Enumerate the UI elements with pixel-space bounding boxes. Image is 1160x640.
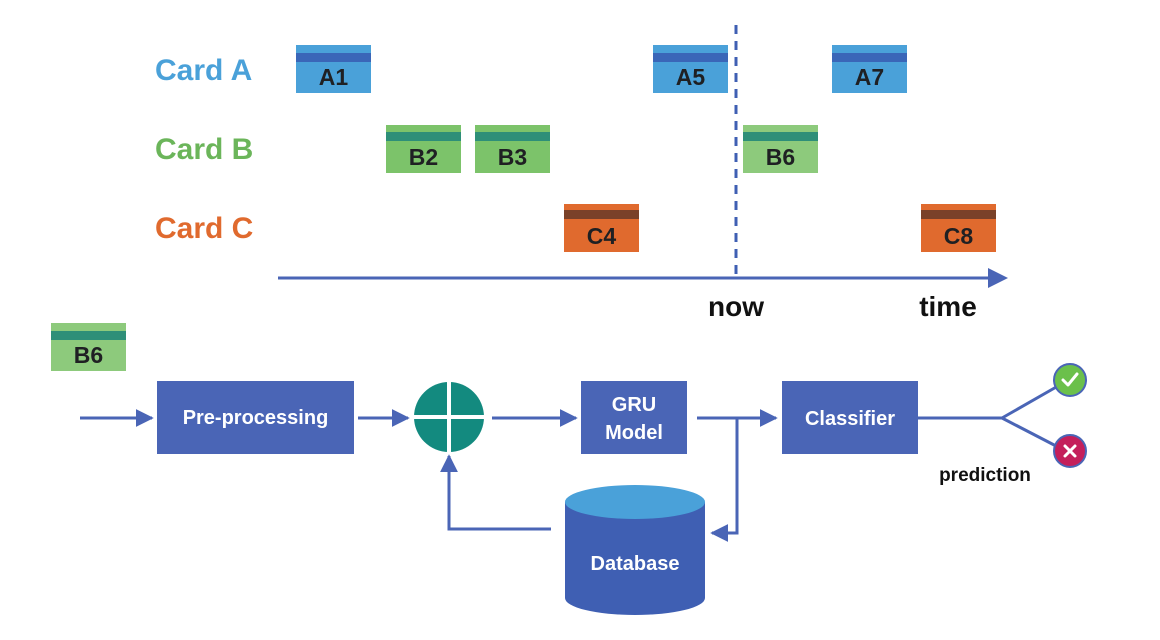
svg-text:Pre-processing: Pre-processing xyxy=(183,407,329,429)
cross-icon xyxy=(1053,434,1087,468)
svg-text:B6: B6 xyxy=(766,144,795,170)
svg-text:Classifier: Classifier xyxy=(805,408,895,430)
card-c4: C4 xyxy=(564,204,639,252)
card-b3: B3 xyxy=(475,125,550,173)
time-label: time xyxy=(919,291,977,322)
card-b6: B6 xyxy=(743,125,818,173)
output-fork xyxy=(918,384,1059,449)
svg-text:B6: B6 xyxy=(74,342,103,368)
database-to-combiner-arrow xyxy=(440,454,551,531)
svg-text:A1: A1 xyxy=(319,64,349,90)
input-card-b6: B6 xyxy=(51,323,126,371)
svg-text:C4: C4 xyxy=(587,223,617,249)
card-b2: B2 xyxy=(386,125,461,173)
card-a1: A1 xyxy=(296,45,371,93)
classifier-box: Classifier xyxy=(782,381,918,454)
svg-text:Database: Database xyxy=(591,553,680,575)
row-label-card-c: Card C xyxy=(155,212,253,245)
svg-text:A5: A5 xyxy=(676,64,706,90)
row-label-card-b: Card B xyxy=(155,133,253,166)
svg-text:Model: Model xyxy=(605,422,663,444)
svg-text:B2: B2 xyxy=(409,144,438,170)
card-a7: A7 xyxy=(832,45,907,93)
svg-text:B3: B3 xyxy=(498,144,527,170)
prediction-label: prediction xyxy=(939,465,1031,486)
preprocessing-box: Pre-processing xyxy=(157,381,354,454)
gru-to-database-arrow xyxy=(710,418,739,542)
svg-text:A7: A7 xyxy=(855,64,884,90)
svg-text:C8: C8 xyxy=(944,223,974,249)
card-a5: A5 xyxy=(653,45,728,93)
svg-text:GRU: GRU xyxy=(612,394,656,416)
time-axis xyxy=(278,268,1008,288)
gru-model-box: GRU Model xyxy=(581,381,687,454)
database-cylinder: Database xyxy=(565,485,705,615)
card-c8: C8 xyxy=(921,204,996,252)
now-label: now xyxy=(708,291,764,322)
check-icon xyxy=(1053,363,1087,397)
row-label-card-a: Card A xyxy=(155,54,252,87)
combiner-icon xyxy=(414,382,484,452)
